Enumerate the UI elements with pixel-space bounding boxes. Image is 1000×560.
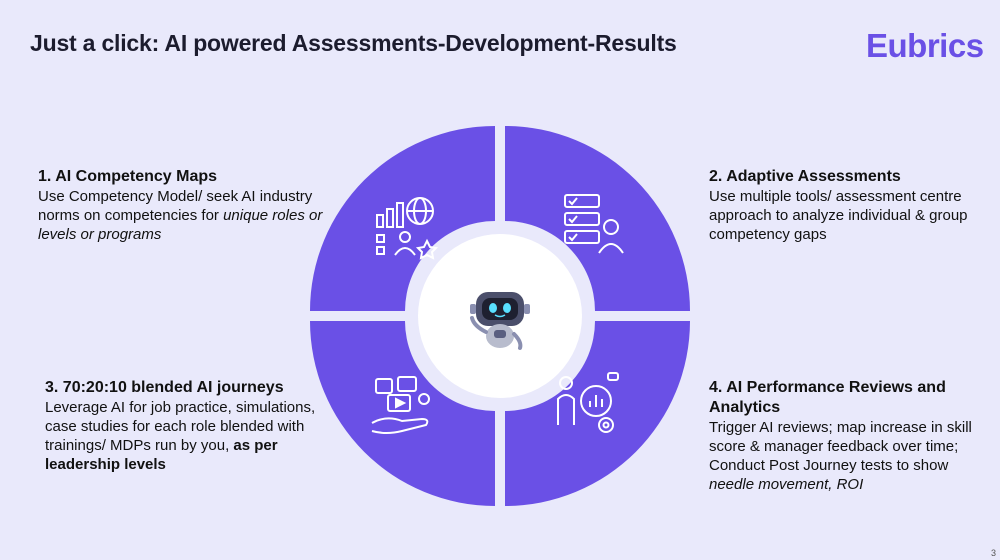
segment-4 — [505, 321, 690, 506]
analytics-person-gear-icon — [557, 372, 619, 433]
segment-2 — [505, 126, 690, 311]
page-number: 3 — [990, 548, 996, 558]
quadrant-4-body: Trigger AI reviews; map increase in skil… — [709, 419, 972, 474]
competency-chart-globe-icon — [376, 197, 439, 260]
quadrant-3-heading: 3. 70:20:10 blended AI journeys — [45, 379, 284, 396]
brand-logo: Eubrics — [866, 27, 984, 64]
quadrant-2-body: Use multiple tools/ assessment centre ap… — [709, 188, 968, 243]
quadrant-3-bold: as per leadership levels — [45, 437, 278, 473]
quadrant-4-heading: 4. AI Performance Reviews and Analytics — [709, 379, 946, 416]
quadrant-3-body: Leverage AI for job practice, simulation… — [45, 399, 316, 454]
quadrant-1-body: Use Competency Model/ seek AI industry n… — [38, 188, 313, 224]
hand-media-icon — [371, 376, 430, 434]
quadrant-4-italic: needle movement, ROI — [709, 476, 864, 493]
quadrant-1-italic: unique roles or levels or programs — [38, 207, 323, 243]
segment-3 — [310, 321, 495, 506]
robot-icon — [470, 292, 530, 350]
quadrant-3-text: 3. 70:20:10 blended AI journeys Leverage… — [45, 378, 345, 474]
quadrant-1-heading: 1. AI Competency Maps — [38, 168, 218, 185]
checklist-person-icon — [564, 194, 624, 254]
quadrant-2-heading: 2. Adaptive Assessments — [709, 168, 901, 185]
quadrant-1-text: 1. AI Competency Maps Use Competency Mod… — [38, 167, 328, 244]
quadrant-4-text: 4. AI Performance Reviews and Analytics … — [709, 378, 979, 494]
page-title: Just a click: AI powered Assessments-Dev… — [30, 30, 677, 56]
quadrant-2-text: 2. Adaptive Assessments Use multiple too… — [709, 167, 969, 244]
